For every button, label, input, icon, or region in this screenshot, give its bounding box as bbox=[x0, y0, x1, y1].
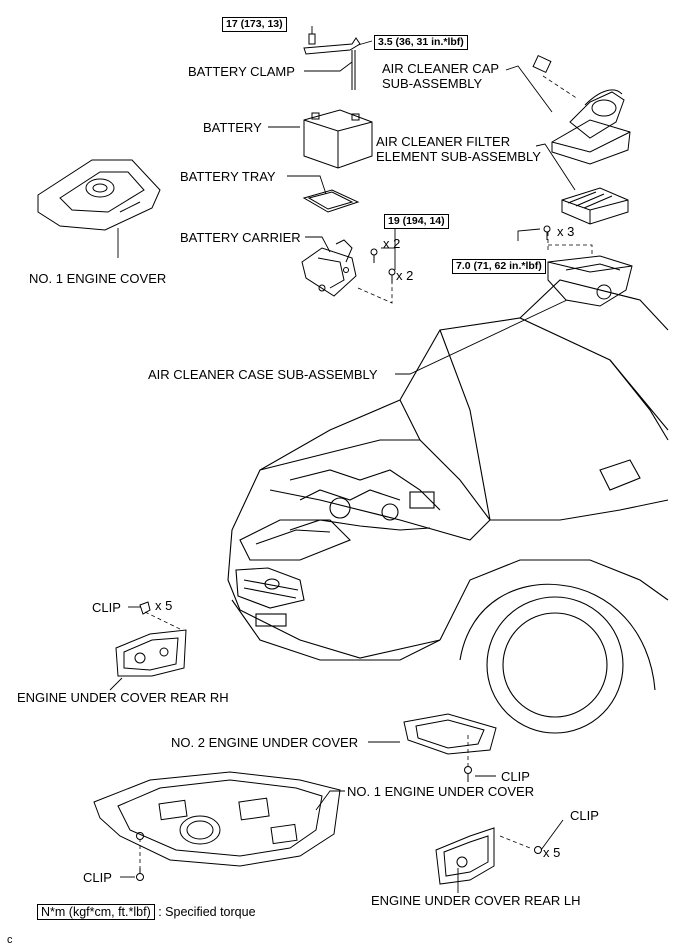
torque-case-bolts: 7.0 (71, 62 in.*lbf) bbox=[452, 259, 546, 274]
no2-under-cover-drawing bbox=[403, 713, 497, 782]
battery-tray-drawing bbox=[302, 189, 360, 213]
label-clip-no2: CLIP bbox=[501, 769, 530, 784]
legend-meaning: : Specified torque bbox=[158, 905, 256, 919]
battery-carrier-drawing bbox=[301, 239, 396, 297]
qty-rear-rh-clips: x 5 bbox=[155, 598, 173, 613]
label-battery-carrier: BATTERY CARRIER bbox=[180, 230, 301, 245]
leader-lines bbox=[109, 26, 576, 893]
label-no1-engine-cover: NO. 1 ENGINE COVER bbox=[29, 271, 167, 286]
no1-under-cover-drawing bbox=[93, 771, 341, 881]
qty-rear-lh-clips: x 5 bbox=[543, 845, 561, 860]
qty-carrier-lower: x 2 bbox=[396, 268, 414, 283]
under-cover-rear-rh-drawing bbox=[115, 601, 187, 677]
under-cover-rear-lh-drawing bbox=[435, 827, 542, 885]
label-battery-clamp: BATTERY CLAMP bbox=[188, 64, 295, 79]
legend-unit: N*m (kgf*cm, ft.*lbf) bbox=[37, 904, 155, 920]
battery-drawing bbox=[303, 109, 373, 169]
label-air-cleaner-filter-1: AIR CLEANER FILTER bbox=[376, 134, 511, 149]
no1-engine-cover-drawing bbox=[37, 159, 161, 231]
assembly-dashes bbox=[139, 75, 593, 870]
torque-clamp-nut: 3.5 (36, 31 in.*lbf) bbox=[374, 35, 468, 50]
qty-carrier-upper: x 2 bbox=[383, 236, 401, 251]
label-no2-under-cover: NO. 2 ENGINE UNDER COVER bbox=[171, 735, 359, 750]
torque-carrier-bolts: 19 (194, 14) bbox=[384, 214, 449, 229]
label-air-cleaner-cap-1: AIR CLEANER CAP bbox=[382, 61, 500, 76]
air-cleaner-case-drawing bbox=[543, 225, 633, 307]
label-battery-tray: BATTERY TRAY bbox=[180, 169, 276, 184]
air-cleaner-filter-drawing bbox=[561, 187, 629, 225]
car-drawing bbox=[227, 279, 669, 734]
label-air-cleaner-case: AIR CLEANER CASE SUB-ASSEMBLY bbox=[148, 367, 378, 382]
qty-case: x 3 bbox=[557, 224, 575, 239]
label-clip-rh: CLIP bbox=[92, 600, 121, 615]
label-battery: BATTERY bbox=[203, 120, 262, 135]
label-air-cleaner-filter-2: ELEMENT SUB-ASSEMBLY bbox=[376, 149, 541, 164]
torque-legend: N*m (kgf*cm, ft.*lbf) : Specified torque bbox=[37, 904, 256, 920]
torque-clamp-bolt: 17 (173, 13) bbox=[222, 17, 287, 32]
label-under-cover-rear-rh: ENGINE UNDER COVER REAR RH bbox=[17, 690, 229, 705]
label-clip-lh: CLIP bbox=[570, 808, 599, 823]
label-under-cover-rear-lh: ENGINE UNDER COVER REAR LH bbox=[371, 893, 581, 908]
label-clip-no1: CLIP bbox=[83, 870, 112, 885]
air-cleaner-cap-drawing bbox=[532, 54, 631, 165]
label-no1-under-cover: NO. 1 ENGINE UNDER COVER bbox=[347, 784, 535, 799]
label-air-cleaner-cap-2: SUB-ASSEMBLY bbox=[382, 76, 483, 91]
battery-clamp-drawing bbox=[303, 33, 361, 90]
corner-mark: c bbox=[7, 934, 13, 946]
